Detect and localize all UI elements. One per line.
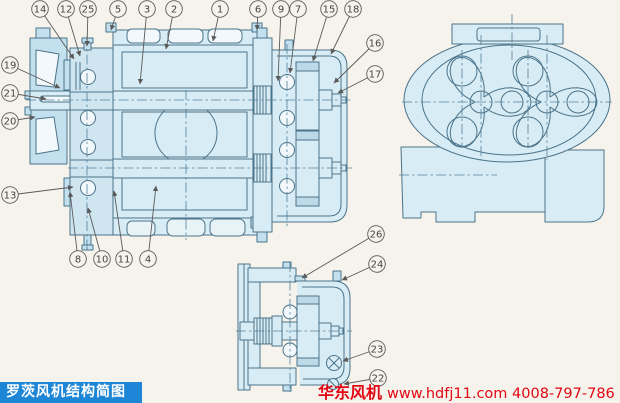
callout-7: 7 (287, 0, 307, 74)
bottom-stud (83, 234, 92, 246)
callout-16: 16 (333, 34, 384, 84)
callout-24: 24 (341, 255, 386, 281)
callout-15: 15 (311, 0, 338, 62)
casing-body (112, 29, 259, 236)
svg-text:17: 17 (369, 69, 382, 80)
svg-text:20: 20 (4, 116, 17, 127)
callout-4: 4 (139, 185, 159, 268)
callout-3: 3 (137, 0, 156, 85)
right-foot (544, 149, 605, 223)
timing-gears (295, 61, 320, 207)
main-section-view (24, 22, 352, 252)
oil-drain-plug (327, 378, 339, 390)
brand-phone: 4008-797-786 (512, 386, 615, 402)
callout-20: 20 (1, 112, 36, 130)
casing-top-ports (126, 28, 243, 44)
callout-8: 8 (67, 191, 87, 268)
callout-2: 2 (164, 0, 183, 50)
callout-25: 25 (79, 0, 97, 47)
callout-22: 22 (343, 369, 387, 387)
diagram-title: 罗茨风机结构简图 (6, 384, 126, 400)
callout-18: 18 (330, 0, 362, 55)
cover-lip (294, 275, 306, 282)
svg-text:11: 11 (118, 254, 131, 265)
callout-5: 5 (109, 0, 127, 31)
svg-text:15: 15 (323, 4, 336, 15)
callout-11: 11 (112, 190, 133, 268)
centerlines-detail (236, 262, 352, 392)
detail-view (236, 261, 352, 392)
callout-14: 14 (31, 0, 75, 60)
svg-text:4: 4 (145, 254, 151, 265)
centerlines-main (26, 36, 352, 252)
svg-text:5: 5 (115, 4, 121, 15)
svg-text:13: 13 (4, 190, 17, 201)
ball-bearings-left (80, 69, 96, 196)
centerlines-end (399, 14, 612, 176)
svg-text:7: 7 (295, 4, 301, 15)
callout-21: 21 (1, 84, 47, 102)
svg-text:26: 26 (370, 229, 383, 240)
inlet-flange (451, 23, 564, 45)
svg-text:3: 3 (144, 4, 150, 15)
callout-23: 23 (342, 340, 386, 362)
rotor-left (449, 56, 532, 148)
svg-text:1: 1 (217, 4, 223, 15)
casing-outline (403, 37, 611, 163)
gear-side-flange (252, 27, 273, 243)
svg-text:18: 18 (347, 4, 360, 15)
svg-text:23: 23 (371, 344, 384, 355)
svg-text:2: 2 (171, 4, 177, 15)
callout-6: 6 (249, 0, 267, 31)
brand-url: www.hdfj11.com (387, 386, 508, 402)
callout-13: 13 (1, 184, 74, 204)
callout-1: 1 (211, 0, 229, 42)
svg-text:8: 8 (75, 254, 81, 265)
callout-12: 12 (57, 0, 82, 57)
end-view (399, 14, 612, 223)
callout-9: 9 (272, 0, 290, 82)
svg-text:21: 21 (4, 88, 17, 99)
callout-17: 17 (337, 65, 384, 94)
svg-text:6: 6 (255, 4, 261, 15)
drive-end-bearing-housing (63, 37, 114, 251)
oil-sight-glass (326, 355, 342, 371)
svg-text:10: 10 (96, 254, 109, 265)
callout-10: 10 (86, 207, 111, 268)
callout-19: 19 (1, 56, 61, 89)
svg-text:22: 22 (372, 373, 385, 384)
svg-text:9: 9 (278, 4, 284, 15)
title-banner: 罗茨风机结构简图 (0, 382, 142, 403)
svg-text:25: 25 (82, 4, 95, 15)
svg-text:12: 12 (60, 4, 73, 15)
svg-text:19: 19 (4, 60, 17, 71)
brand-name: 华东风机 (318, 383, 383, 402)
svg-text:16: 16 (369, 38, 382, 49)
casing-bottom-ports (126, 218, 246, 237)
cover-top-bolt (332, 270, 342, 282)
svg-text:14: 14 (34, 4, 47, 15)
callout-26: 26 (301, 225, 385, 279)
svg-text:24: 24 (371, 259, 384, 270)
bore-outline (421, 44, 597, 156)
